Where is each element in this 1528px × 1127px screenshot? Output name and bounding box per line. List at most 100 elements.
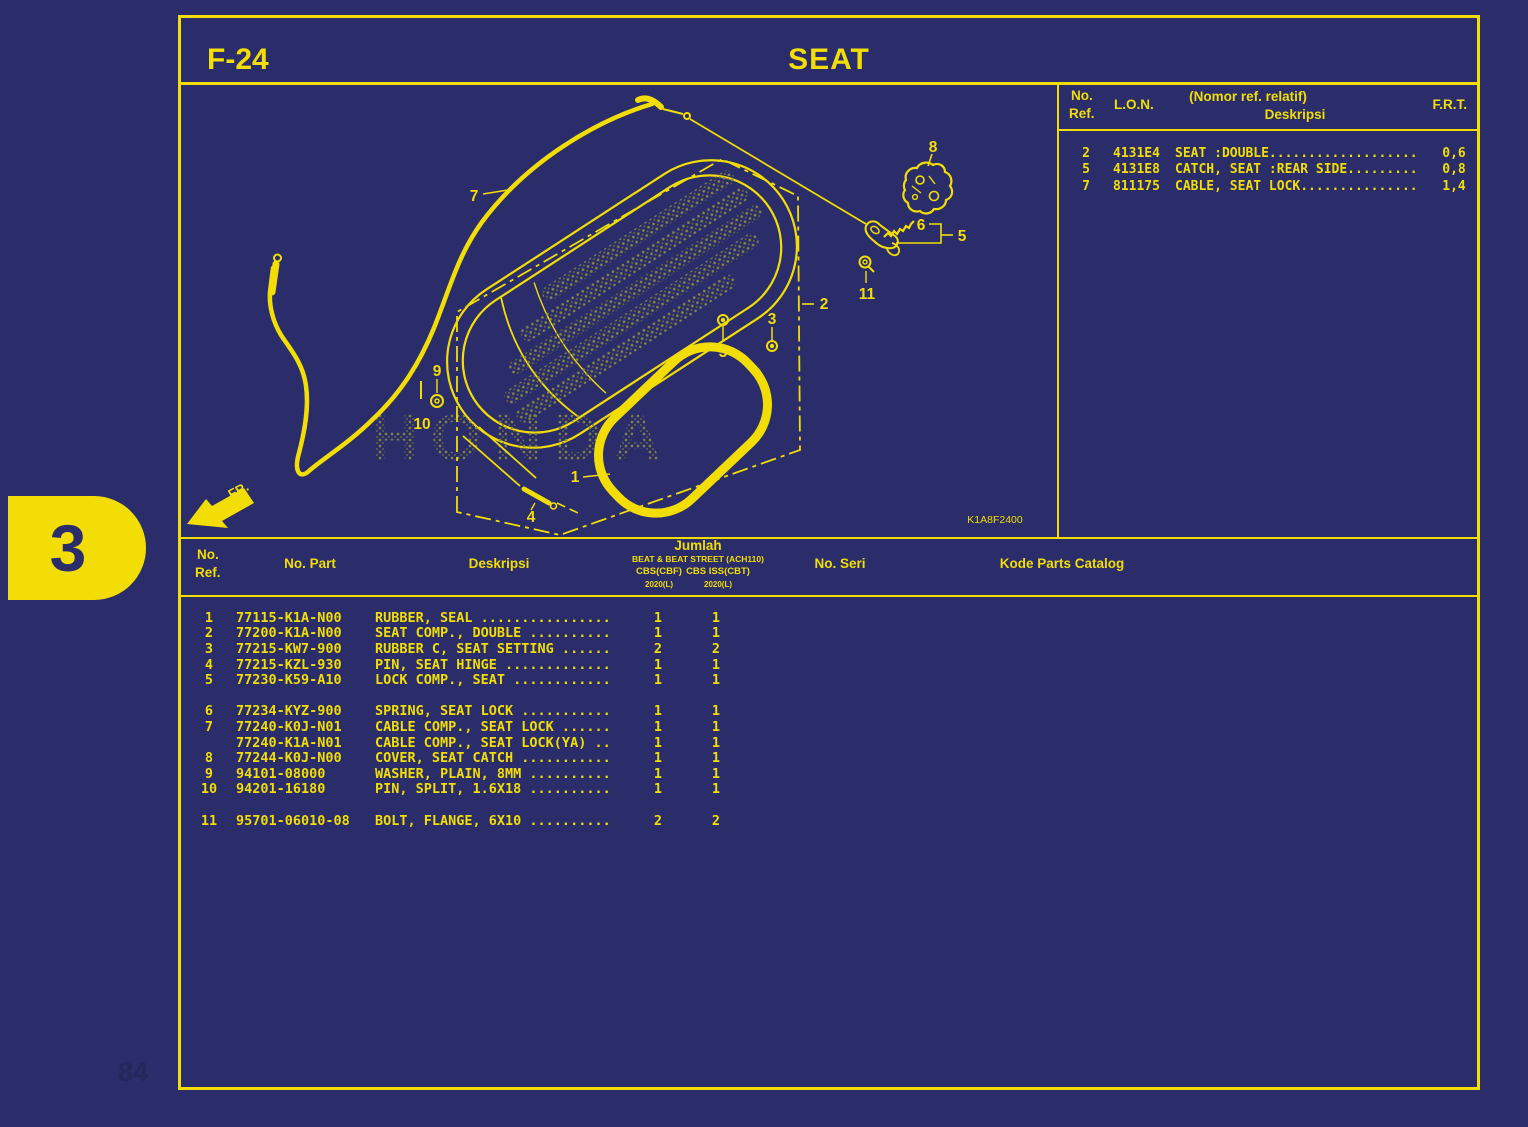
parts-row-q1: 1 [653,765,663,782]
parts-row-q2: 1 [711,718,721,735]
seat-lock-hook [886,242,901,257]
parts-row-ref: 6 [204,703,214,720]
parts-row-q1: 1 [653,718,663,735]
parts-row-q2: 1 [711,734,721,751]
parts-row-q1: 1 [653,703,663,720]
cable-path [267,101,655,477]
parts-row-part: 77115-K1A-N00 [236,609,342,626]
parts-header-no: No. [197,547,219,562]
callout-4: 4 [527,509,536,526]
lon-header-no: No. [1071,88,1093,103]
parts-row-part: 77244-K0J-N00 [236,750,342,767]
parts-row-part: 77234-KYZ-900 [236,703,342,720]
leader-lines [482,153,953,478]
parts-row-q1: 1 [653,609,663,626]
lon-reference-panel: No. Ref. L.O.N. (Nomor ref. relatif) Des… [1057,85,1477,537]
parts-header-kode: Kode Parts Catalog [999,556,1125,571]
parts-row-ref: 4 [204,656,214,673]
parts-row-part: 77200-K1A-N00 [236,625,342,642]
parts-header-col2-bottom: 2020(L) [703,580,733,589]
parts-row-desc: WASHER, PLAIN, 8MM .......... [375,765,611,782]
parts-row-ref: 1 [204,609,214,626]
parts-row-part: 77215-KZL-930 [236,656,342,673]
fr-arrow-shape [187,488,254,528]
seat-catch-cover [902,161,954,215]
parts-row-part: 94101-08000 [236,765,326,782]
parts-row-q1: 1 [653,625,663,642]
parts-row-desc: COVER, SEAT CATCH ........... [375,750,611,767]
lon-row-lon: 4131E4 [1113,145,1160,161]
callout-5: 5 [958,228,967,245]
exploded-diagram: HONDA [181,85,1057,537]
seat-outer-outline [446,159,798,449]
parts-row-q1: 1 [653,734,663,751]
fr-direction-arrow: FR. [187,479,254,528]
parts-row-desc: CABLE COMP., SEAT LOCK ...... [375,718,611,735]
parts-row-part: 77215-KW7-900 [236,640,342,657]
parts-row-part: 77230-K59-A10 [236,672,342,689]
cable-end-fitting [268,260,280,296]
callout-numbers: 7 8 6 5 11 2 3 3 9 10 1 4 [413,139,966,526]
parts-row-part: 77240-K0J-N01 [236,718,342,735]
section-tab-number: 3 [49,511,87,585]
parts-row-desc: LOCK COMP., SEAT ............ [375,672,611,689]
seat-diagram-svg: HONDA [187,95,1023,536]
seat-inner-outline [461,174,783,434]
honda-watermark: HONDA [371,400,673,474]
cable-to-lock-line [689,118,867,225]
parts-row-q2: 2 [711,640,721,657]
parts-row-q1: 1 [653,750,663,767]
parts-row-q2: 1 [711,609,721,626]
rubber-seal-ring [594,342,772,518]
lon-row-desc: SEAT :DOUBLE................... [1175,145,1418,161]
callout-2: 2 [820,296,829,313]
parts-row-q2: 1 [711,781,721,798]
parts-row-ref: 10 [200,781,218,798]
callout-7: 7 [470,188,479,205]
parts-row-q1: 1 [653,656,663,673]
parts-row-ref: 11 [200,812,218,829]
section-code: F-24 [207,43,269,76]
flange-bolt [858,255,875,283]
parts-row-desc: SEAT COMP., DOUBLE .......... [375,625,611,642]
parts-row-part: 94201-16180 [236,781,326,798]
parts-row-q2: 2 [711,812,721,829]
parts-row-desc: PIN, SPLIT, 1.6X18 .......... [375,781,611,798]
hinge-pin [521,486,552,506]
lon-row-desc: CATCH, SEAT :REAR SIDE......... [1175,162,1418,178]
parts-row-q1: 1 [653,781,663,798]
parts-row-q2: 1 [711,703,721,720]
section-tab: 3 [8,496,146,600]
parts-row-q1: 1 [653,672,663,689]
lock-spring [883,220,915,238]
lon-row-frt: 1,4 [1442,178,1466,194]
diagram-code: K1A8F2400 [967,514,1023,526]
parts-header-seri: No. Seri [814,556,866,571]
cable-top-link [662,108,684,115]
cable-top-fitting [635,95,664,110]
parts-header-model: BEAT & BEAT STREET (ACH110) [632,554,764,564]
parts-row-q1: 2 [653,640,663,657]
hinge-pin-tip [549,502,558,510]
parts-row: 8 77244-K0J-N00 COVER, SEAT CATCH ........… [181,750,1477,766]
seat-halftone-stripes [504,170,762,423]
lon-header-desc-top: (Nomor ref. relatif) [1189,89,1307,104]
cable-eyelet [273,253,282,263]
parts-row-part: 77240-K1A-N01 [236,734,342,751]
parts-row-part: 95701-06010-08 [236,812,350,829]
callout-8: 8 [929,139,938,156]
washer-and-split-pin [420,379,444,408]
parts-row-ref: 2 [204,625,214,642]
cable-top-eyelet [683,112,691,120]
parts-row-q2: 1 [711,765,721,782]
header-band: F-24 SEAT [181,18,1477,85]
parts-row-desc: SPRING, SEAT LOCK ........... [375,703,611,720]
callout-6: 6 [917,217,926,234]
parts-row-ref: 8 [204,750,214,767]
